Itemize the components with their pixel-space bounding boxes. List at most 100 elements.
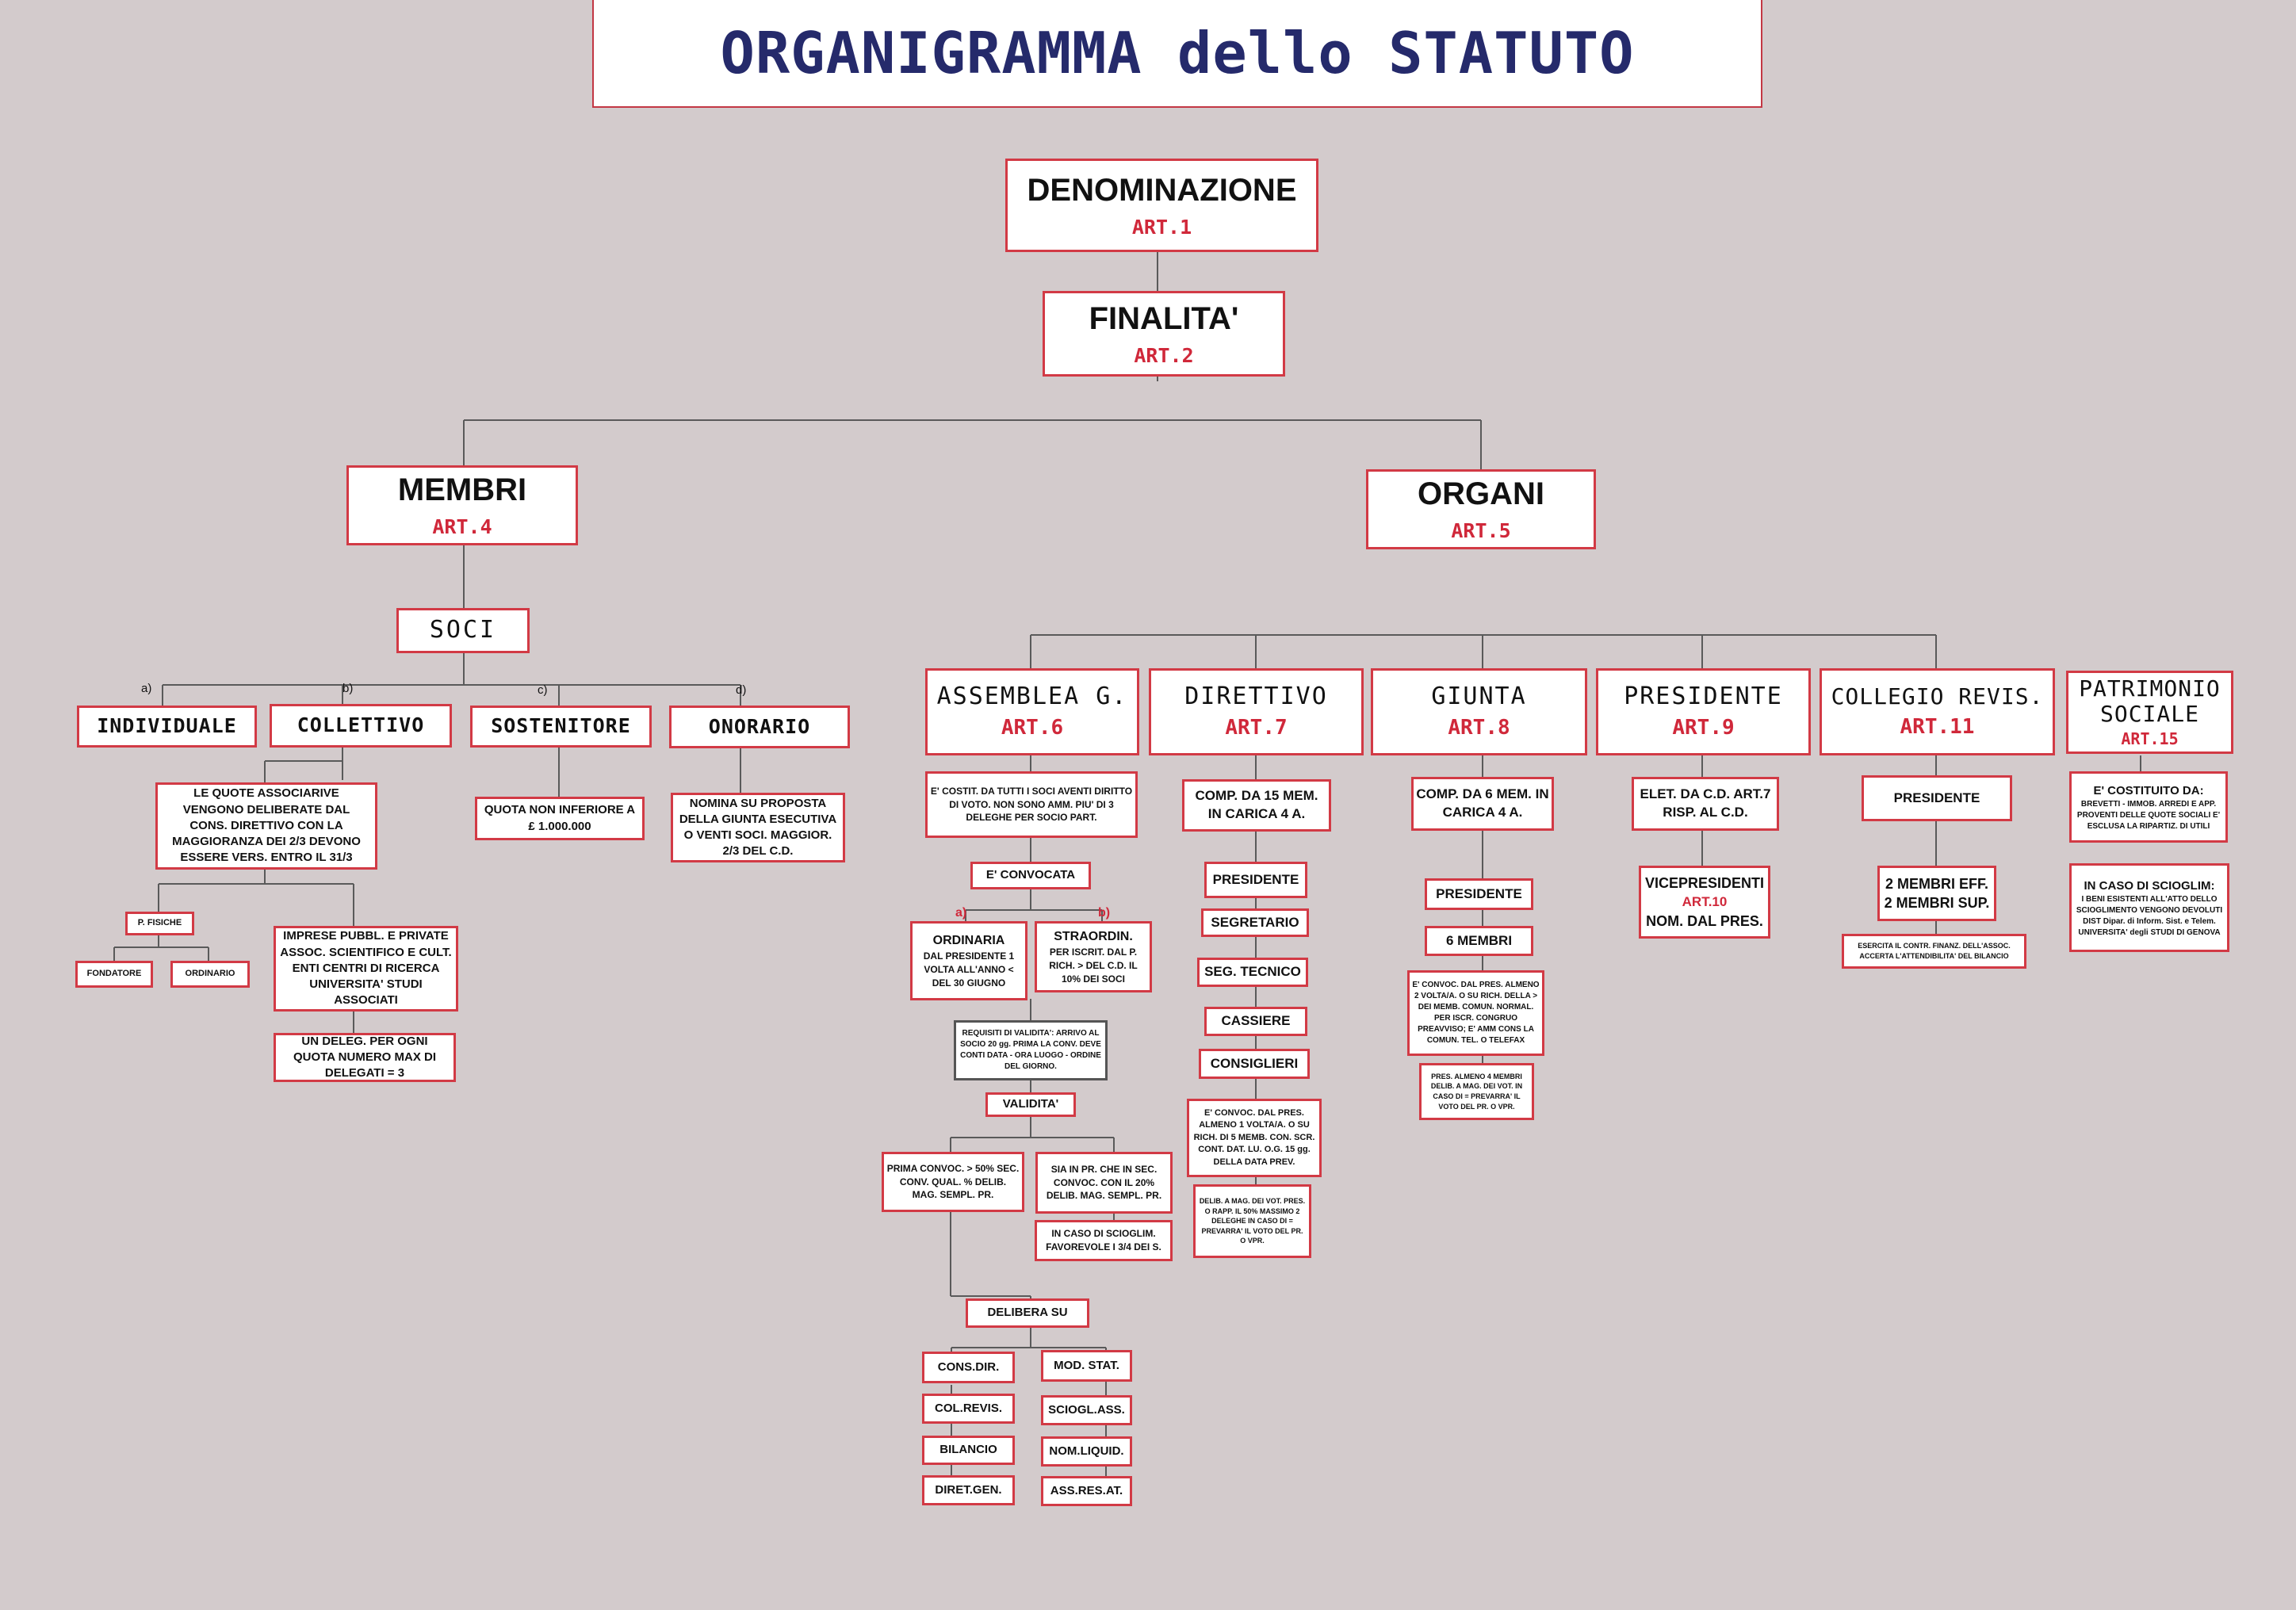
denominazione-article: ART.1 <box>1131 215 1192 239</box>
organi-box: ORGANI ART.5 <box>1366 469 1596 549</box>
individuale-box: INDIVIDUALE <box>77 706 257 748</box>
giunta-article: ART.8 <box>1448 716 1510 740</box>
giunta-6-membri-label: 6 MEMBRI <box>1445 932 1513 948</box>
straordinaria-label: STRAORDIN. <box>1054 929 1133 943</box>
vicepresidenti-article: ART.10 <box>1682 894 1728 910</box>
direttivo-consiglieri-label: CONSIGLIERI <box>1210 1055 1299 1071</box>
nom-liquid-label: NOM.LIQUID. <box>1049 1444 1124 1458</box>
straordinaria-text: PER ISCRIT. DAL P. RICH. > DEL C.D. IL 1… <box>1049 946 1138 985</box>
giunta-presidente-label: PRESIDENTE <box>1436 885 1522 901</box>
letter-a: a) <box>141 682 152 695</box>
mod-stat-label: MOD. STAT. <box>1054 1358 1119 1372</box>
patrimonio-box: PATRIMONIO SOCIALE ART.15 <box>2066 671 2233 754</box>
ordinaria-label: ORDINARIA <box>932 933 1005 947</box>
direttivo-comp-text: COMP. DA 15 MEM. IN CARICA 4 A. <box>1195 788 1318 821</box>
giunta-6-membri: 6 MEMBRI <box>1425 926 1533 956</box>
collegio-presidente-label: PRESIDENTE <box>1893 790 1980 805</box>
patrimonio-cost-text: BREVETTI - IMMOB. ARREDI E APP. PROVENTI… <box>2076 799 2221 831</box>
delibera-diret-gen: DIRET.GEN. <box>922 1475 1015 1505</box>
patrimonio-article: ART.15 <box>2121 729 2179 749</box>
direttivo-segretario-label: SEGRETARIO <box>1211 914 1299 930</box>
letter-d: d) <box>736 683 747 697</box>
denominazione-box: DENOMINAZIONE ART.1 <box>1005 159 1318 252</box>
sia-convoc-note: SIA IN PR. CHE IN SEC. CONVOC. CON IL 20… <box>1035 1152 1173 1214</box>
presidente-box: PRESIDENTE ART.9 <box>1596 668 1811 755</box>
membri-label: MEMBRI <box>397 472 527 508</box>
finalita-box: FINALITA' ART.2 <box>1043 291 1285 377</box>
vicepresidenti-box: VICEPRESIDENTI ART.10 NOM. DAL PRES. <box>1639 866 1770 939</box>
direttivo-segretario: SEGRETARIO <box>1201 908 1309 937</box>
assemblea-cost-note: E' COSTIT. DA TUTTI I SOCI AVENTI DIRITT… <box>925 771 1138 838</box>
giunta-delib-note: PRES. ALMENO 4 MEMBRI DELIB. A MAG. DEI … <box>1419 1063 1534 1120</box>
delegati-text: UN DELEG. PER OGNI QUOTA NUMERO MAX DI D… <box>293 1034 436 1080</box>
collettivo-label: COLLETTIVO <box>297 713 425 737</box>
sia-convoc-text: SIA IN PR. CHE IN SEC. CONVOC. CON IL 20… <box>1046 1163 1162 1202</box>
delibera-mod-stat: MOD. STAT. <box>1041 1350 1132 1382</box>
vicepresidenti-label: VICEPRESIDENTI <box>1644 874 1765 891</box>
imprese-text: IMPRESE PUBBL. E PRIVATE ASSOC. SCIENTIF… <box>280 929 452 1008</box>
direttivo-presidente: PRESIDENTE <box>1204 862 1307 898</box>
presidente-article: ART.9 <box>1672 716 1735 740</box>
delegati-note: UN DELEG. PER OGNI QUOTA NUMERO MAX DI D… <box>274 1033 456 1082</box>
collegio-eserc-note: ESERCITA IL CONTR. FINANZ. DELL'ASSOC. A… <box>1842 934 2026 969</box>
p-fisiche-label: P. FISICHE <box>137 918 182 928</box>
direttivo-article: ART.7 <box>1225 716 1288 740</box>
onorario-note: NOMINA SU PROPOSTA DELLA GIUNTA ESECUTIV… <box>671 793 845 862</box>
patrimonio-cost-label: E' COSTITUITO DA: <box>2093 783 2204 797</box>
membri-article: ART.4 <box>432 515 492 539</box>
assemblea-letter-a: a) <box>955 906 967 920</box>
direttivo-convoc-note: E' CONVOC. DAL PRES. ALMENO 1 VOLTA/A. O… <box>1187 1099 1322 1177</box>
letter-b: b) <box>342 682 354 695</box>
collegio-box: COLLEGIO REVIS. ART.11 <box>1820 668 2055 755</box>
scioglimento-note: IN CASO DI SCIOGLIM. FAVOREVOLE I 3/4 DE… <box>1035 1220 1173 1261</box>
assemblea-label: ASSEMBLEA G. <box>936 682 1128 710</box>
giunta-convoc-text: E' CONVOC. DAL PRES. ALMENO 2 VOLTA/A. O… <box>1412 981 1540 1045</box>
collegio-article: ART.11 <box>1900 715 1975 740</box>
patrimonio-sciogl-note: IN CASO DI SCIOGLIM: I BENI ESISTENTI AL… <box>2069 863 2229 952</box>
imprese-note: IMPRESE PUBBL. E PRIVATE ASSOC. SCIENTIF… <box>274 926 458 1012</box>
giunta-box: GIUNTA ART.8 <box>1371 668 1587 755</box>
organi-label: ORGANI <box>1418 476 1544 512</box>
delibera-bilancio: BILANCIO <box>922 1436 1015 1465</box>
fondatore-box: FONDATORE <box>75 961 153 988</box>
convocata-label: E' CONVOCATA <box>985 868 1076 882</box>
p-fisiche-box: P. FISICHE <box>125 912 194 935</box>
sostenitore-label: SOSTENITORE <box>491 714 631 738</box>
delibera-sciogl-ass: SCIOGL.ASS. <box>1041 1395 1132 1425</box>
soci-box: SOCI <box>396 608 530 653</box>
giunta-comp-text: COMP. DA 6 MEM. IN CARICA 4 A. <box>1416 786 1549 820</box>
giunta-comp-note: COMP. DA 6 MEM. IN CARICA 4 A. <box>1411 777 1554 831</box>
denominazione-label: DENOMINAZIONE <box>1027 172 1297 208</box>
organi-article: ART.5 <box>1451 519 1511 543</box>
direttivo-delib-text: DELIB. A MAG. DEI VOT. PRES. O RAPP. IL … <box>1199 1197 1306 1245</box>
convocata-box: E' CONVOCATA <box>970 862 1091 889</box>
onorario-note-text: NOMINA SU PROPOSTA DELLA GIUNTA ESECUTIV… <box>679 796 837 859</box>
direttivo-delib-note: DELIB. A MAG. DEI VOT. PRES. O RAPP. IL … <box>1193 1184 1311 1258</box>
presidente-elet-text: ELET. DA C.D. ART.7 RISP. AL C.D. <box>1640 786 1771 820</box>
title-banner: ORGANIGRAMMA dello STATUTO <box>592 0 1762 108</box>
delibera-box: DELIBERA SU <box>966 1298 1089 1328</box>
letter-c: c) <box>538 683 548 697</box>
ordinaria-text: DAL PRESIDENTE 1 VOLTA ALL'ANNO < DEL 30… <box>923 950 1015 989</box>
requisiti-text: REQUISITI DI VALIDITA': ARRIVO AL SOCIO … <box>960 1029 1101 1071</box>
direttivo-seg-tecnico-label: SEG. TECNICO <box>1204 964 1301 980</box>
direttivo-consiglieri: CONSIGLIERI <box>1199 1049 1310 1079</box>
finalita-label: FINALITA' <box>1089 300 1239 336</box>
prima-convoc-text: PRIMA CONVOC. > 50% SEC. CONV. QUAL. % D… <box>886 1162 1020 1201</box>
sostenitore-box: SOSTENITORE <box>470 706 652 748</box>
collegio-label: COLLEGIO REVIS. <box>1831 683 2044 709</box>
bilancio-label: BILANCIO <box>939 1443 997 1457</box>
validita-label: VALIDITA' <box>1002 1097 1059 1111</box>
ordinario-label: ORDINARIO <box>185 969 235 979</box>
patrimonio-label: PATRIMONIO SOCIALE <box>2079 675 2221 727</box>
fondatore-label: FONDATORE <box>86 969 142 979</box>
ordinaria-box: ORDINARIA DAL PRESIDENTE 1 VOLTA ALL'ANN… <box>910 921 1027 1000</box>
assemblea-box: ASSEMBLEA G. ART.6 <box>925 668 1139 755</box>
patrimonio-sciogl-label: IN CASO DI SCIOGLIM: <box>2084 878 2215 893</box>
prima-convoc-note: PRIMA CONVOC. > 50% SEC. CONV. QUAL. % D… <box>882 1152 1024 1212</box>
sciogl-ass-label: SCIOGL.ASS. <box>1048 1402 1125 1417</box>
delibera-cons-dir: CONS.DIR. <box>922 1352 1015 1383</box>
validita-box: VALIDITA' <box>985 1092 1076 1117</box>
assemblea-article: ART.6 <box>1001 716 1064 740</box>
collettivo-box: COLLETTIVO <box>270 704 452 748</box>
